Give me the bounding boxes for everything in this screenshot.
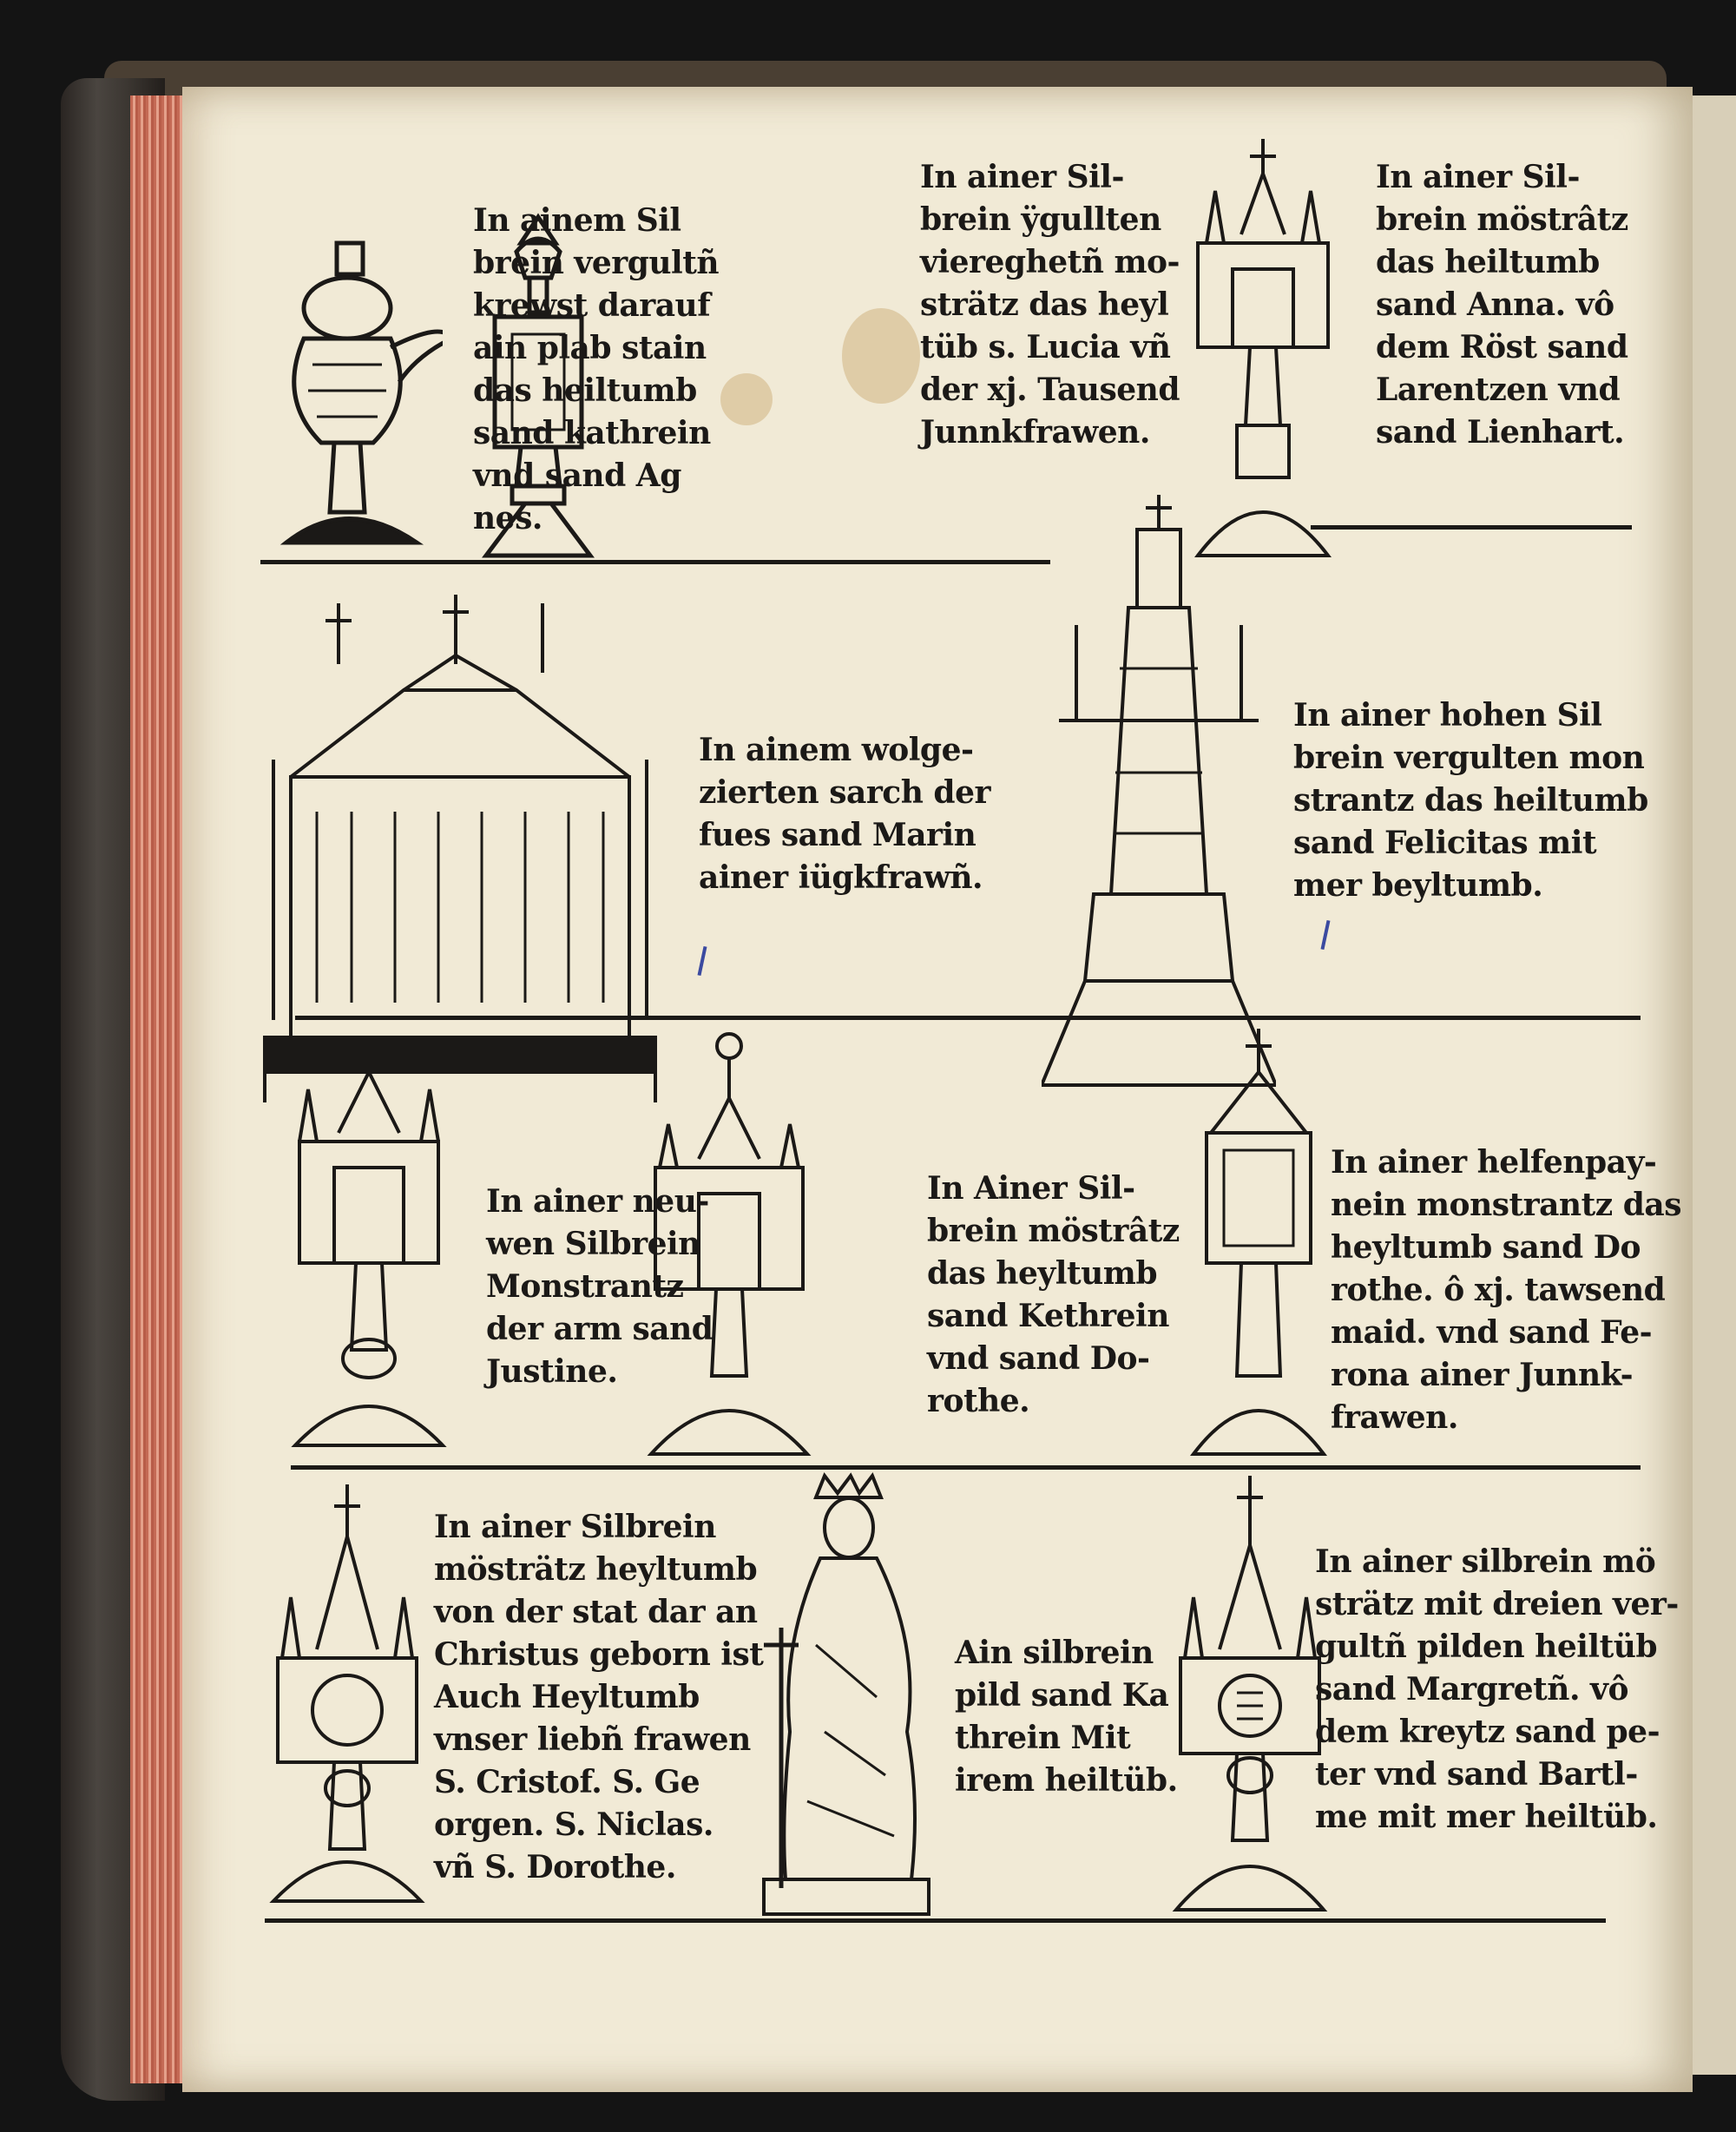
reliquary-silver-monstrance-woodcut bbox=[642, 1029, 816, 1463]
foxing-stain bbox=[720, 373, 773, 425]
reliquary-ivory-monstrance-woodcut bbox=[1189, 1029, 1328, 1463]
caption-8: In ainer helfenpay- nein monstrantz das … bbox=[1331, 1144, 1681, 1436]
ink-mark bbox=[697, 945, 707, 977]
caption-2: In ainer Sil- brein ÿgullten viereghetñ … bbox=[920, 159, 1180, 451]
foxing-stain bbox=[842, 308, 920, 404]
reliquary-bethlehem-monstrance-woodcut bbox=[269, 1484, 425, 1910]
reliquary-three-figures-monstrance-woodcut bbox=[1172, 1476, 1328, 1918]
reliquary-statue-saint-katherine-woodcut bbox=[746, 1471, 946, 1923]
caption-4: In ainem wolge- zierten sarch der fues s… bbox=[699, 732, 990, 896]
divider-rule bbox=[291, 1465, 1641, 1470]
facing-page-edge bbox=[1684, 95, 1736, 2075]
caption-6: In ainer neu- wen Silbrein Monstrantz de… bbox=[486, 1183, 713, 1390]
reliquary-shrine-casket-woodcut bbox=[256, 586, 664, 1107]
caption-5: In ainer hohen Sil brein vergulten mon s… bbox=[1293, 697, 1648, 904]
reliquary-gothic-monstrance-woodcut bbox=[1189, 139, 1337, 573]
reliquary-lamp-vessel-woodcut bbox=[269, 234, 455, 556]
book-page: In ainem Sil brein vergultñ krewst darau… bbox=[182, 87, 1693, 2092]
ink-mark bbox=[1320, 919, 1331, 951]
reliquary-tall-tower-monstrance-woodcut bbox=[1039, 495, 1279, 1102]
caption-3: In ainer Sil- brein möstrâtz das heiltum… bbox=[1376, 159, 1628, 451]
caption-10: Ain silbrein pild sand Ka threin Mit ire… bbox=[955, 1635, 1178, 1799]
caption-11: In ainer silbrein mö strätz mit dreien v… bbox=[1315, 1543, 1679, 1835]
reliquary-new-silver-monstrance-woodcut bbox=[286, 1037, 451, 1454]
page-edges bbox=[130, 95, 191, 2083]
divider-rule bbox=[295, 1016, 1641, 1020]
caption-9: In ainer Silbrein mösträtz heyltumb von … bbox=[434, 1509, 764, 1885]
divider-rule bbox=[265, 1918, 1606, 1923]
divider-rule bbox=[260, 560, 1050, 564]
reliquary-monstrance-angel-woodcut bbox=[473, 208, 603, 564]
divider-rule bbox=[1311, 525, 1632, 530]
caption-7: In Ainer Sil- brein möstrâtz das heyltum… bbox=[927, 1170, 1180, 1419]
